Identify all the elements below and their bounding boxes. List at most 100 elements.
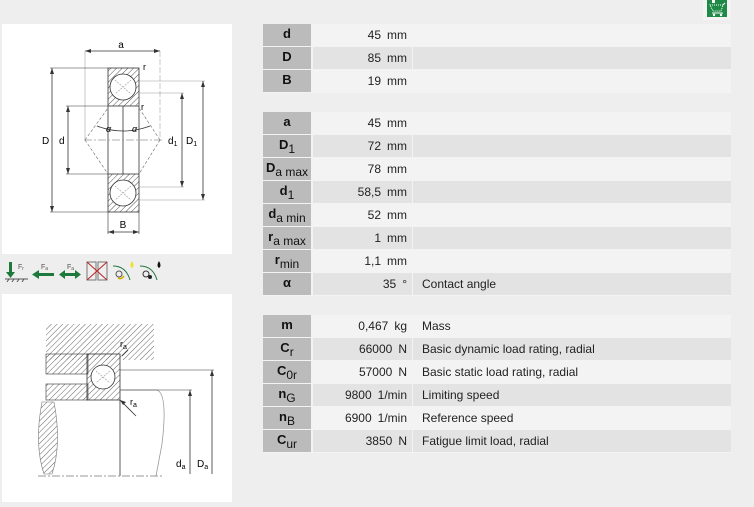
symbol: n (279, 408, 287, 424)
value: 45 (367, 116, 381, 130)
symbol-cell: C0r (263, 361, 313, 384)
symbol-cell: rmin (263, 250, 313, 273)
symbol-cell: a (263, 112, 313, 135)
table-row: ra max 1 mm (263, 227, 731, 250)
table-row: nG 9800 1/min Limiting speed (263, 384, 731, 407)
bearing-section-drawing: a r r α α D d d1 (2, 24, 232, 254)
unit: mm (387, 51, 407, 65)
value: 1 (374, 231, 381, 245)
unit: N (398, 365, 407, 379)
not-separable-icon[interactable] (85, 260, 109, 282)
alpha-left-label: α (106, 124, 112, 134)
symbol: a (283, 113, 291, 129)
symbol: n (278, 385, 287, 401)
symbol-cell: Cr (263, 338, 313, 361)
value: 57000 (358, 365, 393, 379)
value-cell: 85 mm (313, 47, 413, 70)
symbol-subscript: a max (273, 233, 306, 248)
radial-load-icon[interactable]: Fr (4, 260, 28, 282)
symbol-subscript: 1 (287, 187, 295, 202)
unit: mm (387, 162, 407, 176)
dim-label-B: B (120, 220, 127, 231)
dim-label-D1: D1 (186, 136, 197, 148)
symbol-cell: Da max (263, 158, 313, 181)
value: 58,5 (357, 185, 381, 199)
symbol: C (276, 431, 287, 447)
dim-label-ra-bottom: ra (130, 397, 137, 409)
symbol-subscript: min (279, 256, 300, 271)
unit: 1/min (377, 388, 407, 402)
dim-label-a: a (118, 40, 124, 51)
symbol-subscript: a max (275, 164, 309, 179)
unit: mm (387, 74, 407, 88)
mounting-dimensions-drawing: ra ra da Da (2, 294, 232, 502)
symbol: r (268, 228, 274, 244)
dim-label-Da: Da (197, 459, 208, 471)
description-cell (413, 204, 731, 227)
dim-label-da: da (176, 459, 186, 471)
symbol-cell: nG (263, 384, 313, 407)
symbol: α (283, 274, 291, 290)
symbol-subscript: a min (276, 210, 306, 225)
description-cell: Contact angle (413, 273, 731, 296)
bearing-feature-icons: Fr Fa Fa (4, 258, 163, 282)
unit: mm (387, 116, 407, 130)
description-cell (413, 24, 731, 47)
axial-load-one-direction-icon[interactable]: Fa (31, 260, 55, 282)
symbol: d (279, 182, 288, 198)
dim-label-r-mid: r (141, 102, 144, 112)
symbol: D (265, 159, 276, 175)
description-cell: Basic dynamic load rating, radial (413, 338, 731, 361)
symbol-cell: α (263, 273, 313, 296)
value: 66000 (358, 342, 393, 356)
symbol: B (282, 71, 292, 87)
axial-load-both-directions-icon[interactable]: Fa (58, 260, 82, 282)
grease-lubrication-icon[interactable] (112, 260, 136, 282)
description-cell: Limiting speed (413, 384, 731, 407)
value-cell: 45 mm (313, 24, 413, 47)
symbol-subscript: B (286, 413, 295, 428)
symbol-subscript: r (289, 344, 294, 359)
value: 6900 (344, 411, 372, 425)
value: 85 (367, 51, 381, 65)
unit: ° (402, 277, 407, 291)
value: 45 (367, 28, 381, 42)
value: 35 (382, 277, 397, 291)
unit: N (398, 342, 407, 356)
shopping-cart-icon[interactable] (707, 0, 727, 17)
symbol-cell: D1 (263, 135, 313, 158)
symbol-cell: ra max (263, 227, 313, 250)
unit: mm (387, 231, 407, 245)
symbol-cell: D (263, 47, 313, 70)
unit: mm (387, 28, 407, 42)
dim-label-d: d (59, 136, 65, 147)
unit: mm (387, 254, 407, 268)
table-row: C0r 57000 N Basic static load rating, radia… (263, 361, 731, 384)
value-cell: 57000 N (313, 361, 413, 384)
dim-label-ra-top: ra (120, 339, 127, 351)
value: 9800 (344, 388, 372, 402)
symbol-cell: m (263, 315, 313, 338)
oil-lubrication-icon[interactable] (139, 260, 163, 282)
value: 3850 (365, 434, 393, 448)
symbol-subscript: 1 (288, 141, 296, 156)
description-cell: Basic static load rating, radial (413, 361, 731, 384)
value-cell: 66000 N (313, 338, 413, 361)
description-cell (413, 112, 731, 135)
symbol-cell: d (263, 24, 313, 47)
dim-label-d1: d1 (168, 136, 178, 148)
unit: kg (394, 319, 407, 333)
description-cell: Mass (413, 315, 731, 338)
symbol-cell: d1 (263, 181, 313, 204)
symbol: m (281, 316, 293, 332)
value: 1,1 (364, 254, 381, 268)
